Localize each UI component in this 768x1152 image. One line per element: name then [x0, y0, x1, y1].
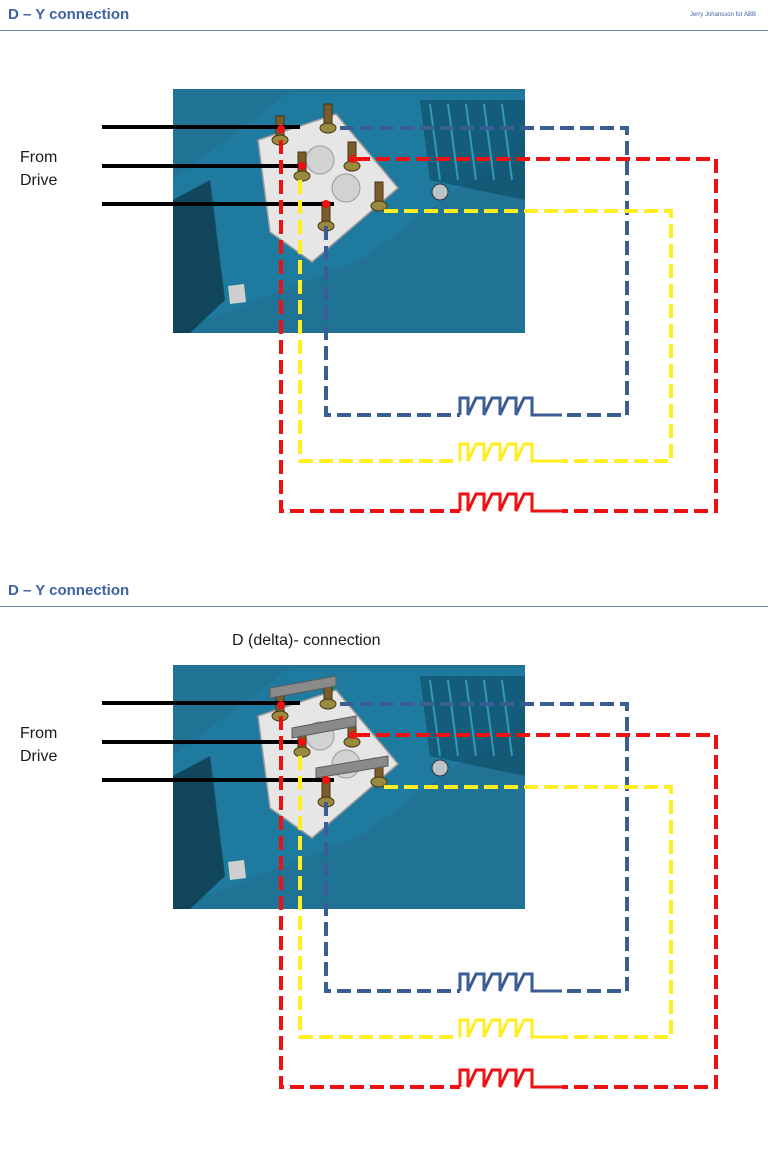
terminal-block [257, 689, 400, 839]
terminal-marker [277, 701, 285, 709]
delta-connection-caption: D (delta)- connection [232, 632, 381, 649]
cooling-fin [429, 103, 441, 181]
terminal-marker [349, 731, 357, 739]
from-label-line-1: From [20, 149, 58, 166]
ground-screw-icon [431, 183, 449, 201]
terminal-marker [277, 125, 285, 133]
cable-gland [228, 284, 246, 304]
cooling-fin [447, 103, 459, 181]
cooling-fin [465, 103, 477, 181]
terminal-marker [349, 155, 357, 163]
slide-2: D – Y connection D (delta)- connection F… [0, 576, 768, 1152]
cooling-fin [501, 679, 513, 757]
coil-winding-icon [458, 396, 540, 417]
connection-diagram [102, 665, 718, 1089]
terminal-nut [319, 122, 337, 134]
delta-bridge-icon [269, 675, 337, 699]
slide-title: D – Y connection [8, 582, 130, 599]
terminal-marker [322, 200, 330, 208]
terminal-marker [298, 162, 306, 170]
from-label-line-2: Drive [20, 172, 58, 189]
connection-diagram [102, 89, 718, 513]
from-drive-label: From Drive [20, 146, 90, 192]
blue-winding-lead [340, 702, 629, 993]
terminal-nut [293, 170, 311, 182]
terminal-marker [322, 776, 330, 784]
cable-gland [228, 860, 246, 880]
cooling-fin [501, 103, 513, 181]
from-label-line-1: From [20, 725, 58, 742]
coil-winding-icon [458, 1068, 540, 1089]
title-divider [0, 606, 768, 607]
terminal-nut [370, 776, 388, 788]
coil-winding-icon [458, 442, 540, 463]
yellow-winding-lead [384, 209, 673, 463]
terminal-block [257, 113, 400, 263]
ground-screw-icon [431, 759, 449, 777]
housing-shadow [173, 180, 225, 333]
blue-winding-lead [324, 802, 460, 993]
terminal-nut [293, 746, 311, 758]
coil-winding-icon [458, 1018, 540, 1039]
coil-winding-icon [458, 492, 540, 513]
terminal-nut [370, 200, 388, 212]
housing-shadow [173, 756, 225, 909]
author-credit: Jerry Johansson for ABB [689, 12, 756, 18]
yellow-winding-lead [298, 180, 460, 463]
red-winding-lead [279, 140, 460, 513]
terminal-marker [298, 738, 306, 746]
title-divider [0, 30, 768, 31]
coil-winding-icon [458, 972, 540, 993]
cooling-fin [465, 679, 477, 757]
cooling-fin [447, 679, 459, 757]
cooling-fin [483, 679, 495, 757]
from-label-line-2: Drive [20, 748, 58, 765]
cooling-fin [429, 679, 441, 757]
from-drive-label: From Drive [20, 722, 90, 768]
terminal-insulator-ring [305, 145, 335, 175]
terminal-insulator-ring [331, 173, 361, 203]
blue-winding-lead [324, 226, 460, 417]
slide-title: D – Y connection [8, 6, 130, 23]
delta-bridge-icon [291, 715, 357, 739]
slide-1: D – Y connection Jerry Johansson for ABB… [0, 6, 768, 513]
red-winding-lead [356, 157, 718, 513]
terminal-nut [319, 698, 337, 710]
cooling-fin [483, 103, 495, 181]
blue-winding-lead [340, 126, 629, 417]
delta-bridge-icon [315, 755, 389, 779]
